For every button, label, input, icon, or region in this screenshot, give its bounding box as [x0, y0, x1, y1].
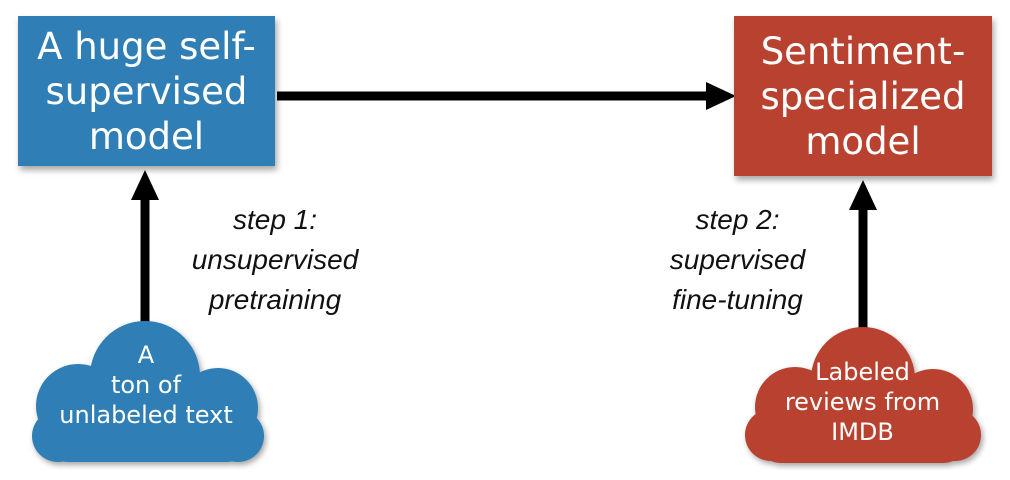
pretrained-model-label: A huge self- supervised model [37, 24, 256, 158]
step2-label: step 2: supervised fine-tuning [669, 204, 806, 315]
specialized-model-label: Sentiment- specialized model [760, 29, 966, 163]
cloud-shape-left [32, 321, 264, 462]
step1-label: step 1: unsupervised pretraining [191, 204, 359, 315]
arrow-labeled-to-specialized [849, 180, 877, 330]
labeled-data-cloud: Labeled reviews from IMDB [735, 325, 990, 470]
arrow-pretrained-to-specialized [277, 82, 736, 110]
cloud-shape-right [745, 327, 981, 463]
pretrained-model-box: A huge self- supervised model [18, 16, 275, 166]
labeled-data-label: Labeled reviews from IMDB [784, 358, 941, 446]
unlabeled-data-cloud: A ton of unlabeled text [20, 318, 272, 470]
specialized-model-box: Sentiment- specialized model [734, 16, 992, 176]
arrow-unlabeled-to-pretrained [131, 170, 159, 325]
unlabeled-data-label: A ton of unlabeled text [59, 341, 233, 429]
